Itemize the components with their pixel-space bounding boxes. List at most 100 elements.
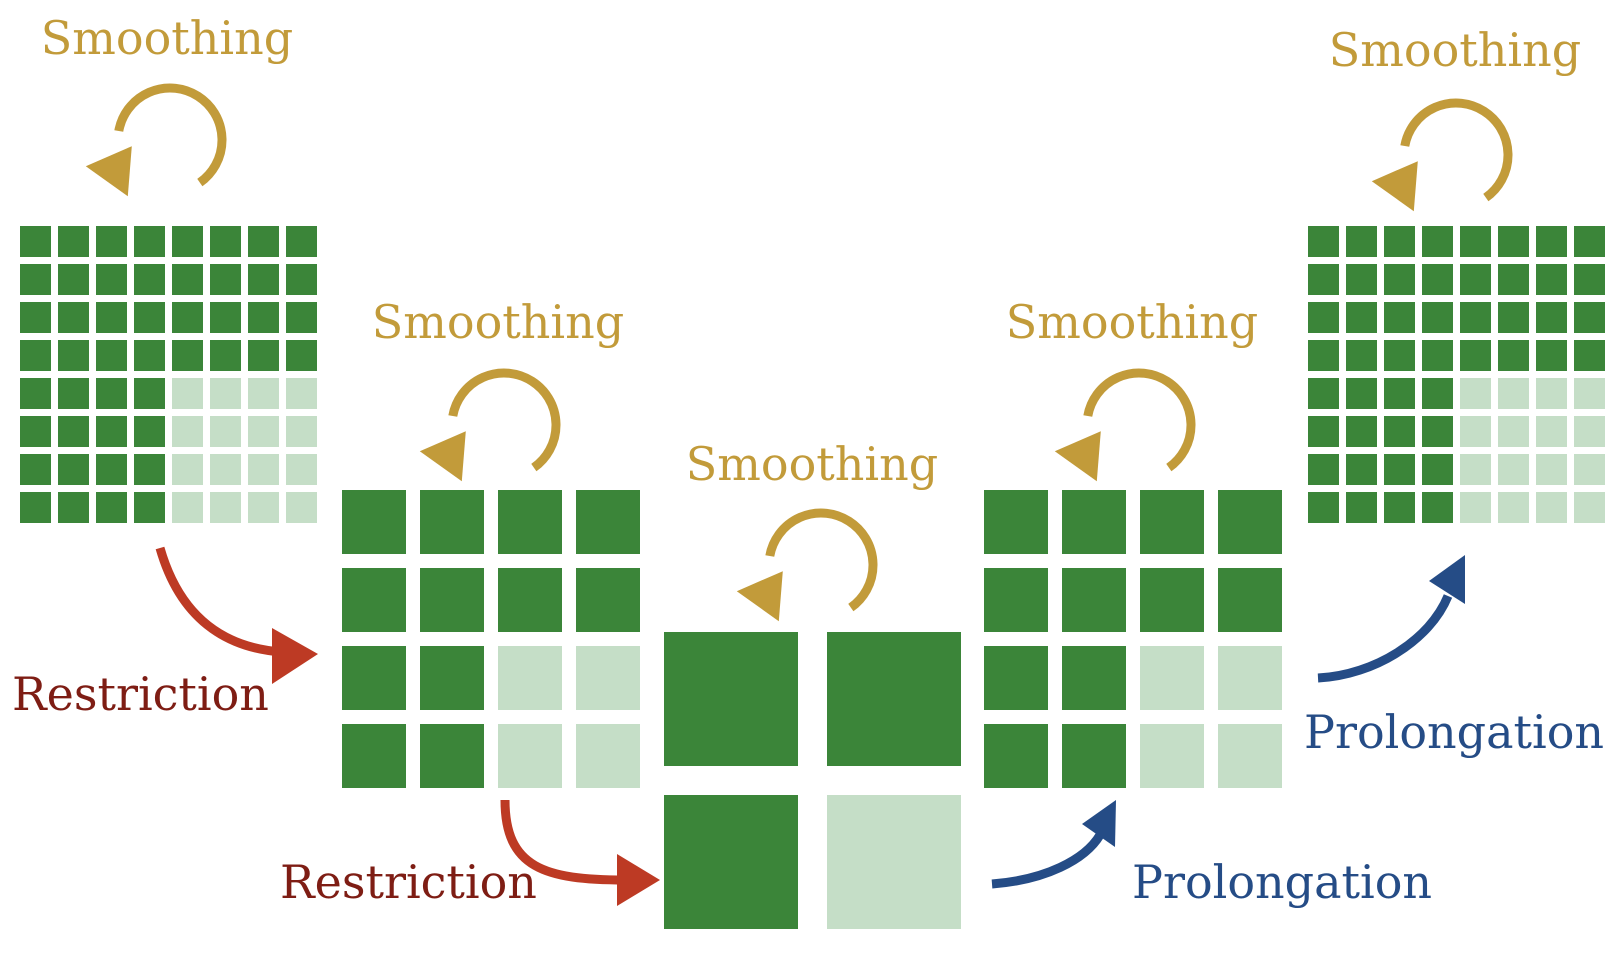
grid-cell-light <box>576 646 640 710</box>
grid-cell-light <box>1498 492 1529 523</box>
grid-cell-dark <box>342 490 406 554</box>
grid-cell-light <box>1498 454 1529 485</box>
grid-cell-dark <box>134 492 165 523</box>
grid-cell-dark <box>96 340 127 371</box>
grid-cell-dark <box>420 646 484 710</box>
grid-cell-dark <box>984 568 1048 632</box>
grid-cell-dark <box>58 226 89 257</box>
grid-cell-dark <box>134 416 165 447</box>
grid-cell-dark <box>664 632 798 766</box>
grid-cell-dark <box>286 302 317 333</box>
grid-cell-dark <box>1218 568 1282 632</box>
grid-cell-dark <box>96 302 127 333</box>
grid-cell-dark <box>1460 302 1491 333</box>
grid-cell-dark <box>1308 416 1339 447</box>
grid-cell-light <box>248 378 279 409</box>
grid-cell-dark <box>1384 302 1415 333</box>
prolongation-label-2: Prolongation <box>1304 705 1604 759</box>
grid-cell-dark <box>210 340 241 371</box>
grid-cell-dark <box>248 264 279 295</box>
grid-cell-light <box>1536 378 1567 409</box>
grid-cell-dark <box>984 646 1048 710</box>
grid-cell-dark <box>1062 646 1126 710</box>
grid-cell-light <box>1140 724 1204 788</box>
smoothing-loops <box>85 83 1513 622</box>
grid-cell-dark <box>96 454 127 485</box>
grid-fine-right <box>1308 226 1605 523</box>
grid-cell-dark <box>827 632 961 766</box>
smoothing-loop-arrow-5 <box>1371 98 1513 212</box>
grid-cell-dark <box>58 340 89 371</box>
grid-cell-light <box>172 378 203 409</box>
grid-cell-dark <box>1574 264 1605 295</box>
grid-cell-dark <box>1062 724 1126 788</box>
grid-cell-light <box>1218 724 1282 788</box>
grid-cell-dark <box>1498 226 1529 257</box>
grid-cell-dark <box>1308 302 1339 333</box>
prolongation-arrow-1 <box>991 800 1116 889</box>
grid-cell-dark <box>210 264 241 295</box>
grid-cell-light <box>576 724 640 788</box>
grid-fine-left <box>20 226 317 523</box>
grid-cell-dark <box>1308 492 1339 523</box>
grid-cell-dark <box>58 378 89 409</box>
grid-cell-dark <box>58 302 89 333</box>
grid-cell-dark <box>1062 568 1126 632</box>
grid-cell-dark <box>134 340 165 371</box>
grid-cell-dark <box>20 340 51 371</box>
grid-cell-light <box>248 416 279 447</box>
grid-cell-dark <box>1460 226 1491 257</box>
restriction-arrow-2 <box>500 799 660 906</box>
grid-cell-dark <box>498 490 562 554</box>
grid-cell-dark <box>20 454 51 485</box>
grid-cell-dark <box>96 226 127 257</box>
grid-cell-light <box>1460 454 1491 485</box>
grid-cell-dark <box>172 340 203 371</box>
grid-cell-dark <box>248 226 279 257</box>
grid-cell-light <box>248 492 279 523</box>
restriction-label-1: Restriction <box>12 667 269 721</box>
grid-cell-dark <box>172 226 203 257</box>
smoothing-label-1: Smoothing <box>41 11 293 65</box>
grid-cell-dark <box>1140 490 1204 554</box>
grid-cell-light <box>172 492 203 523</box>
grid-cell-dark <box>1574 340 1605 371</box>
grid-cell-dark <box>1460 264 1491 295</box>
grid-cell-light <box>1460 378 1491 409</box>
grid-cell-light <box>1536 416 1567 447</box>
grid-cell-dark <box>1140 568 1204 632</box>
grid-cell-dark <box>1384 378 1415 409</box>
grid-cell-dark <box>20 264 51 295</box>
grid-cell-light <box>286 416 317 447</box>
grid-cell-dark <box>1384 264 1415 295</box>
grid-cell-dark <box>210 226 241 257</box>
grid-cell-dark <box>248 302 279 333</box>
grid-cell-dark <box>1346 416 1377 447</box>
grid-cell-dark <box>1498 302 1529 333</box>
grid-cell-light <box>210 416 241 447</box>
grid-cell-dark <box>96 378 127 409</box>
grid-cell-dark <box>576 568 640 632</box>
grid-cell-dark <box>1422 492 1453 523</box>
grid-cell-dark <box>20 378 51 409</box>
grid-cell-dark <box>1422 340 1453 371</box>
grid-cell-dark <box>134 264 165 295</box>
grid-cell-dark <box>1574 226 1605 257</box>
grid-cell-dark <box>1346 492 1377 523</box>
grid-cell-dark <box>96 264 127 295</box>
grid-coarse <box>664 632 961 929</box>
grid-cell-dark <box>1218 490 1282 554</box>
grid-cell-dark <box>498 568 562 632</box>
grid-cell-dark <box>58 264 89 295</box>
grid-cell-light <box>1498 416 1529 447</box>
grid-cell-dark <box>420 490 484 554</box>
grid-cell-light <box>1218 646 1282 710</box>
prolongation-label-1: Prolongation <box>1132 855 1432 909</box>
grid-cell-light <box>1498 378 1529 409</box>
grid-cell-dark <box>134 378 165 409</box>
grid-cell-light <box>1574 378 1605 409</box>
grid-cell-dark <box>342 646 406 710</box>
grid-cell-dark <box>1384 340 1415 371</box>
grid-cell-dark <box>1536 226 1567 257</box>
